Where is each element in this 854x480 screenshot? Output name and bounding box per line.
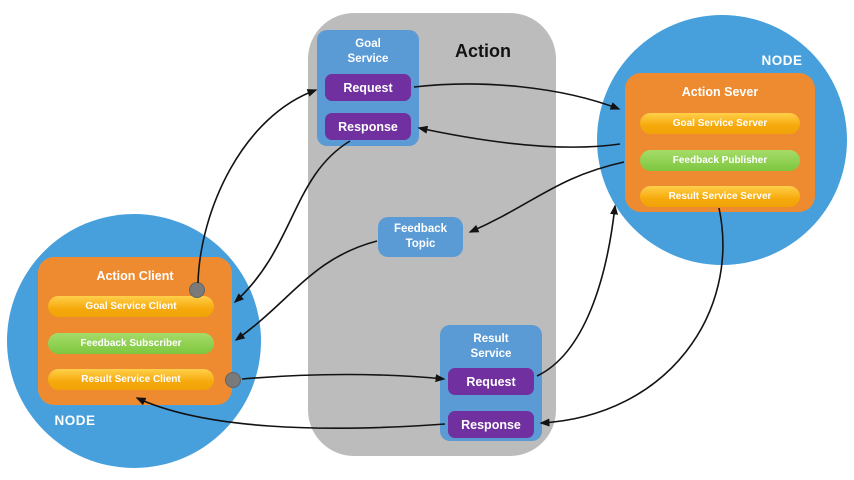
server-node-label: NODE [761, 53, 803, 68]
feedback-topic-title: Feedback Topic [393, 223, 448, 250]
action-title: Action [455, 41, 511, 61]
action-server-title: Action Sever [681, 85, 759, 99]
goal-service-client-pill: Goal Service Client [48, 296, 214, 317]
feedback-publisher-pill: Feedback Publisher [640, 150, 800, 171]
client-node-label: NODE [54, 413, 96, 428]
result-service-title: Result Service [470, 333, 512, 360]
result-request-button: Request [448, 368, 534, 395]
feedback-topic-box: Feedback Topic [378, 217, 463, 257]
goal-response-button: Response [325, 113, 411, 140]
goal-request-button: Request [325, 74, 411, 101]
feedback-subscriber-pill: Feedback Subscriber [48, 333, 214, 354]
action-client-title: Action Client [96, 269, 174, 283]
goal-connector-dot [189, 282, 205, 298]
result-response-button: Response [448, 411, 534, 438]
result-service-client-pill: Result Service Client [48, 369, 214, 390]
goal-service-title: Goal Service [347, 38, 389, 65]
result-service-server-pill: Result Service Server [640, 186, 800, 207]
result-connector-dot [225, 372, 241, 388]
goal-service-server-pill: Goal Service Server [640, 113, 800, 134]
